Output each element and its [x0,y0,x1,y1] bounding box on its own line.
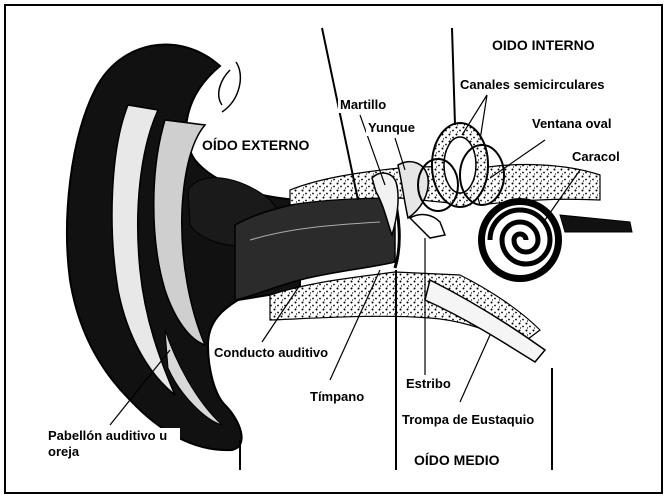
bone-inner-right [470,165,600,205]
label-yunque: Yunque [366,120,417,136]
auditory-nerve-shape [560,215,632,232]
label-pabellon-auditivo: Pabellón auditivo u oreja [46,428,180,460]
region-label-outer-ear: OÍDO EXTERNO [200,137,311,153]
region-label-inner-ear: OIDO INTERNO [490,37,597,53]
label-ventana-oval: Ventana oval [530,116,613,132]
divider-middle-top [452,28,455,125]
label-canales-semicirculares: Canales semicirculares [458,77,607,93]
label-trompa-eustaquio: Trompa de Eustaquio [400,412,536,428]
label-conducto-auditivo: Conducto auditivo [212,345,330,361]
label-estribo: Estribo [404,376,453,392]
label-martillo: Martillo [338,97,388,113]
region-label-middle-ear: OÍDO MEDIO [412,452,502,468]
label-timpano: Tímpano [308,389,366,405]
cochlea-shape [478,198,562,282]
divider-outer-middle [322,28,358,200]
label-caracol: Caracol [570,149,622,165]
